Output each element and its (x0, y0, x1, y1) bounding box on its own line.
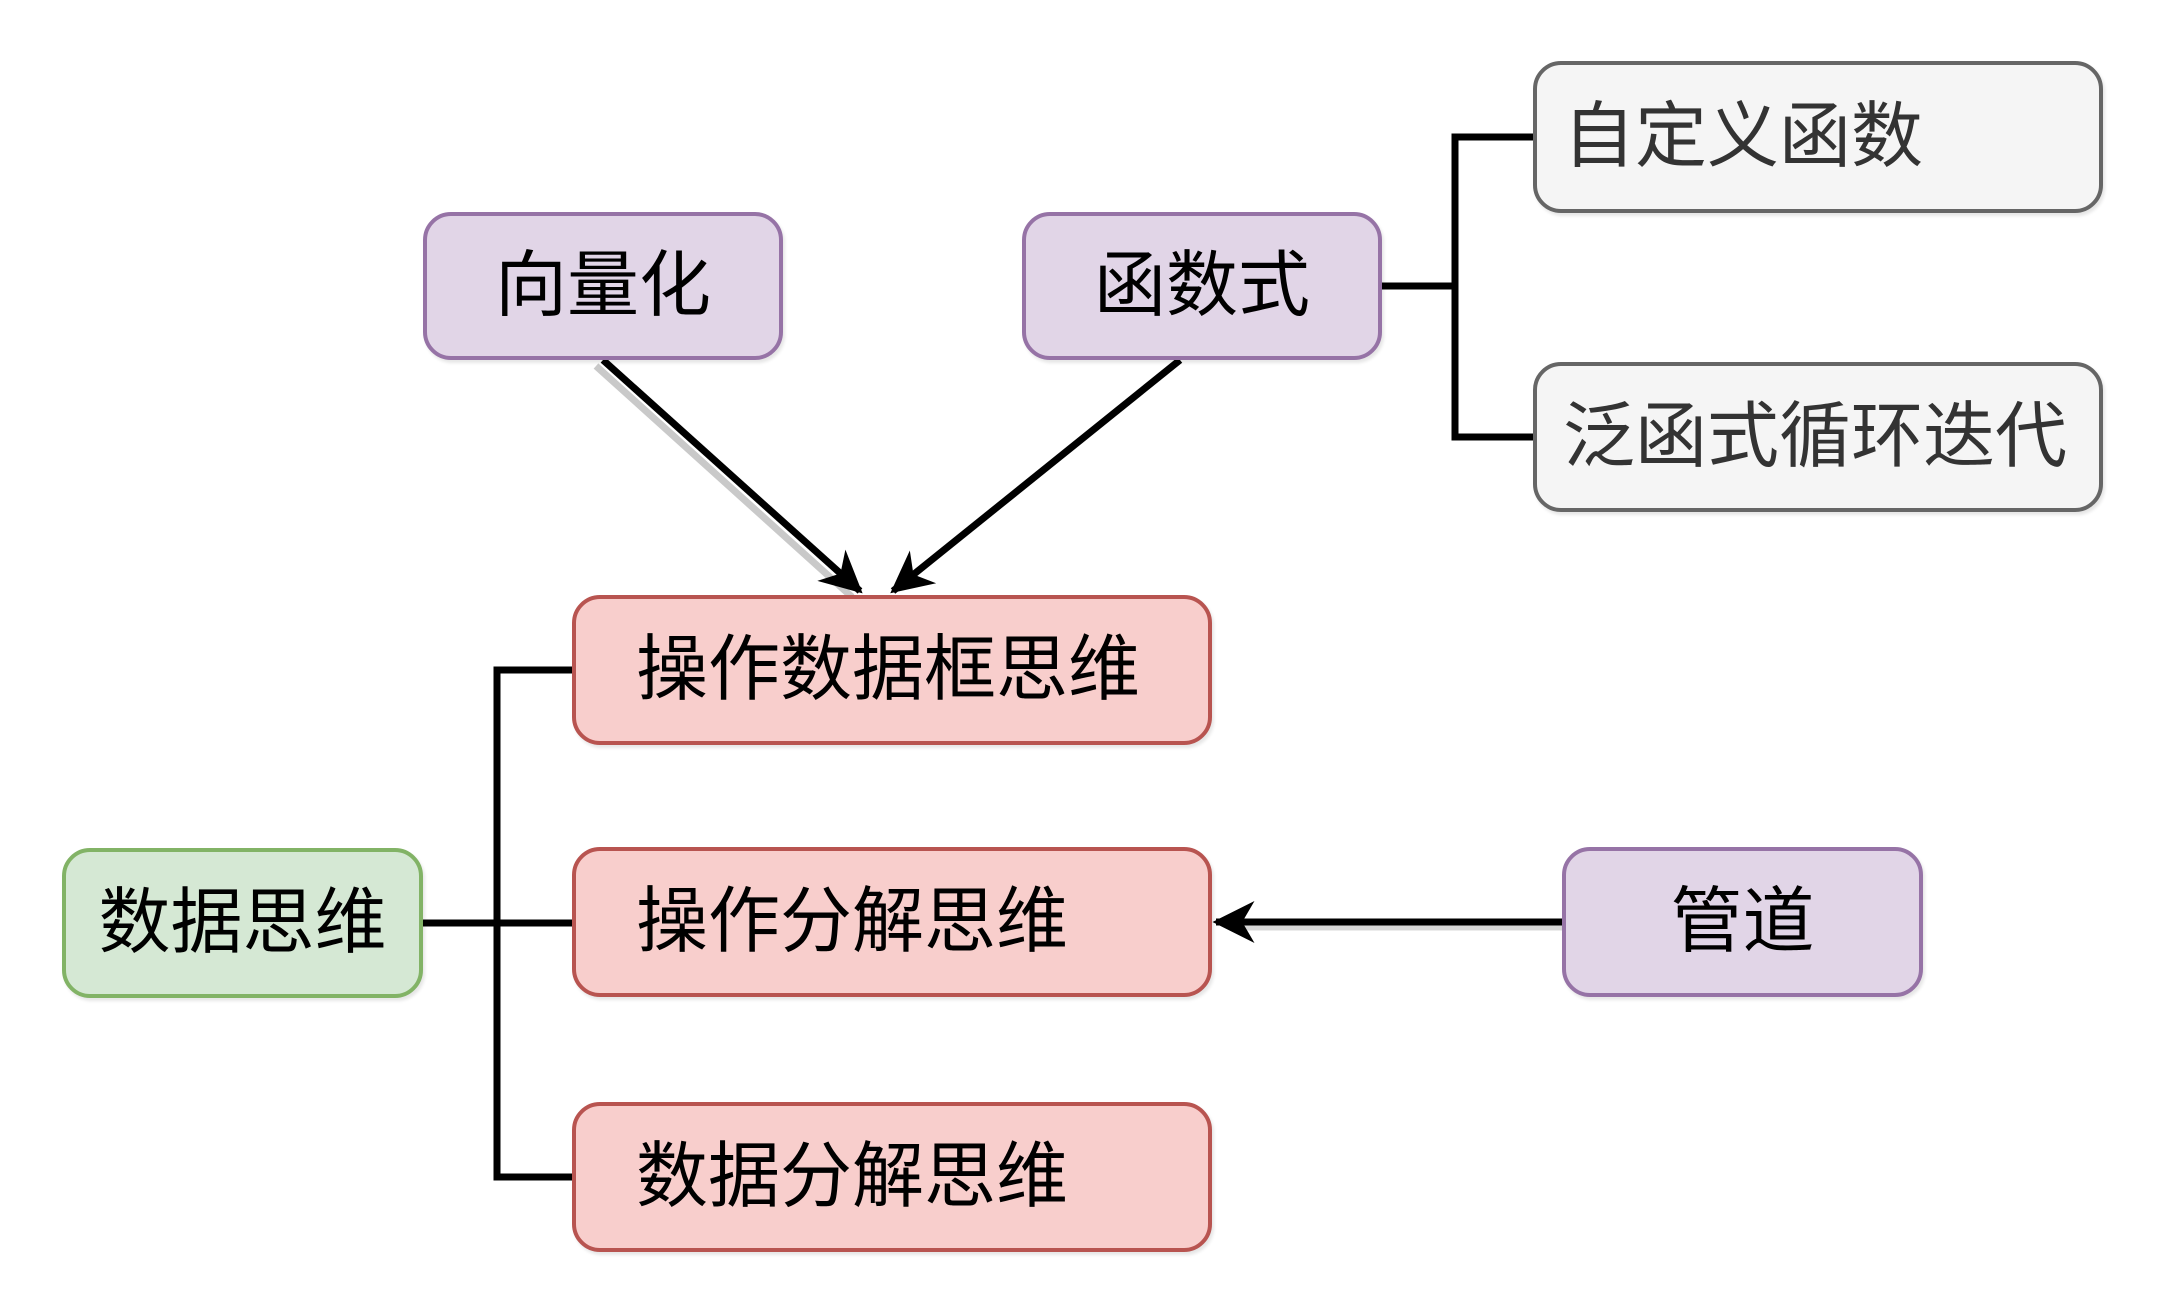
node-dataframe-operation-thinking: 操作数据框思维 (572, 595, 1212, 745)
node-functional-loop-iteration: 泛函式循环迭代 (1533, 362, 2103, 512)
node-functional: 函数式 (1022, 212, 1382, 360)
node-pipe: 管道 (1562, 847, 1923, 997)
node-vectorization: 向量化 (423, 212, 783, 360)
node-data-decomposition-thinking: 数据分解思维 (572, 1102, 1212, 1252)
edge-vectorization-arrow (600, 357, 863, 594)
edge-vectorization-arrow-shadow (593, 363, 855, 600)
node-operation-decomposition-thinking: 操作分解思维 (572, 847, 1212, 997)
node-data-thinking: 数据思维 (62, 848, 423, 998)
edge-functional-bracket (1451, 133, 1533, 441)
node-custom-function: 自定义函数 (1533, 61, 2103, 213)
edge-functional-arrow (890, 357, 1183, 594)
edge-data-thinking-bracket (493, 666, 572, 1181)
